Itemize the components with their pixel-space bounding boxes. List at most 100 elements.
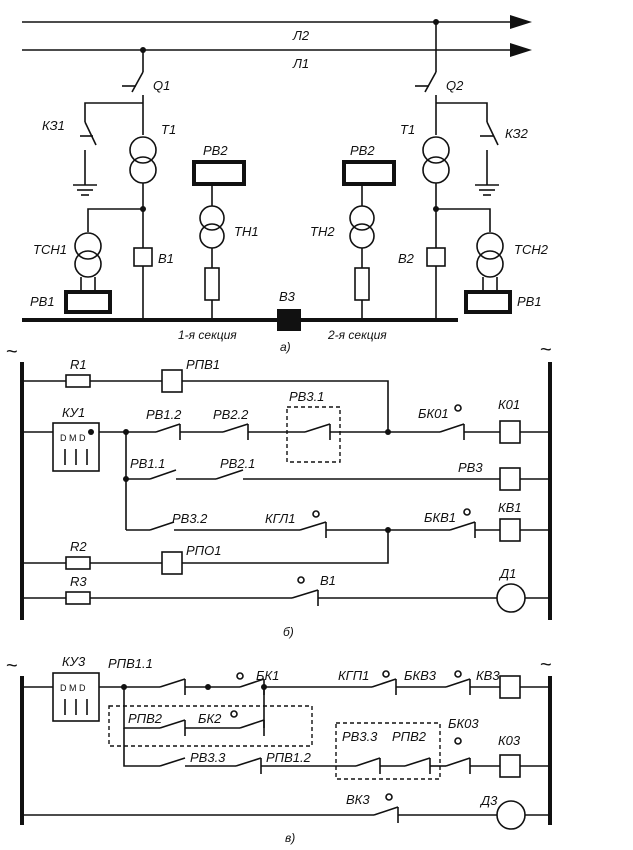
b1-label: В1	[158, 251, 174, 266]
junction-dot	[385, 429, 391, 435]
caption-a: а)	[280, 340, 291, 354]
disconnector-q1-blade	[131, 71, 144, 93]
contact-rv1-1	[149, 469, 177, 480]
fuse	[204, 267, 220, 301]
transformer-tsn2-winding	[476, 232, 504, 260]
tsn1-label: ТСН1	[33, 242, 67, 257]
ku1-contacts: D M D	[60, 433, 86, 443]
ac-left-symbol: ~	[6, 655, 18, 677]
resistor-r2	[65, 556, 91, 570]
arrow-right-icon	[510, 43, 532, 57]
kv1-label: КВ1	[498, 500, 522, 515]
timer-group-box	[286, 406, 341, 463]
r1-label: R1	[70, 357, 87, 372]
coil-k03	[499, 754, 521, 778]
contact-head-icon	[454, 404, 462, 412]
transformer-tn1-winding	[199, 223, 225, 249]
ac-right-symbol: ~	[540, 654, 552, 676]
coil-k01	[499, 420, 521, 444]
breaker-b1	[133, 247, 153, 267]
part-c-control-circuit: ~ ~ КУ3 D M D РПВ1.1 БК1 КГП1 БКВ3	[6, 654, 552, 845]
wire	[436, 208, 491, 232]
rpo1-label: РПО1	[186, 543, 221, 558]
contact-head-icon	[312, 510, 320, 518]
coil-rpo1	[161, 551, 183, 575]
switch-pivot	[88, 429, 94, 435]
tn1-label: ТН1	[234, 224, 259, 239]
fuse	[354, 267, 370, 301]
contact-kgl1	[299, 521, 327, 531]
contact-head-icon	[454, 670, 462, 678]
arrow-right-icon	[510, 15, 532, 29]
wire	[182, 530, 389, 564]
part-b-control-circuit: ~ ~ R1 РПВ1 КУ1 D M D РВ1.2 РВ2.2	[6, 339, 552, 639]
rv2-right-label: РВ2	[350, 143, 375, 158]
contact-bk01	[439, 423, 465, 433]
caption-b: б)	[283, 625, 294, 639]
wire	[123, 728, 160, 767]
rv2-left-label: РВ2	[203, 143, 228, 158]
breaker-b2	[426, 247, 446, 267]
transformer-tn1-winding	[199, 205, 225, 231]
transformer-tn2-winding	[349, 205, 375, 231]
bk2-label: БК2	[198, 711, 222, 726]
t1-left-label: Т1	[161, 122, 176, 137]
contact-head-icon	[297, 576, 305, 584]
rv2-2-label: РВ2.2	[213, 407, 249, 422]
rv1-1-label: РВ1.1	[130, 456, 165, 471]
k03-label: К03	[498, 733, 521, 748]
k01-label: К01	[498, 397, 520, 412]
wire	[87, 208, 143, 232]
rpv1-label: РПВ1	[186, 357, 220, 372]
caption-c: в)	[285, 831, 295, 845]
contact-vk3	[373, 806, 399, 816]
contact-rv2-2	[222, 423, 249, 433]
transformer-tn2-winding	[349, 223, 375, 249]
bk03-label: БК03	[448, 716, 479, 731]
resistor-r1	[65, 374, 91, 388]
bk01-label: БК01	[418, 406, 449, 421]
ac-right-symbol: ~	[540, 339, 552, 361]
bus-breaker-b3	[277, 309, 301, 331]
r3-label: R3	[70, 574, 87, 589]
wire	[84, 102, 143, 122]
contact-head-icon	[385, 793, 393, 801]
rv3-2-label: РВ3.2	[172, 511, 208, 526]
rv1-2-label: РВ1.2	[146, 407, 182, 422]
contact-bkv3	[445, 678, 471, 688]
relay-rv1-left	[64, 290, 112, 314]
transformer-tsn1-winding	[74, 232, 102, 260]
contact-v1	[291, 589, 319, 599]
bk1-label: БК1	[256, 668, 279, 683]
coil-rpv1	[161, 369, 183, 393]
short-circuiter-kz2-blade	[486, 121, 499, 146]
resistor-r3	[65, 591, 91, 605]
contact-rv1-2	[155, 423, 181, 433]
line-l1-label: Л1	[292, 56, 309, 71]
contact-bkv1	[449, 521, 476, 531]
coil-rv3	[499, 467, 521, 491]
contact-head-icon	[236, 672, 244, 680]
t1-right-label: Т1	[400, 122, 415, 137]
lamp-d1	[496, 583, 526, 613]
contact-rv3-3	[159, 757, 186, 767]
wire	[182, 380, 389, 432]
ku3-contacts: D M D	[60, 683, 86, 693]
relay-rv1-right	[464, 290, 512, 314]
kv3-label: КВ3	[476, 668, 500, 683]
q1-label: Q1	[153, 78, 170, 93]
kz1-label: КЗ1	[42, 118, 65, 133]
timer-group-box	[335, 722, 441, 780]
rpv2-label: РПВ2	[128, 711, 163, 726]
contact-head-icon	[382, 670, 390, 678]
contact-head-icon	[454, 737, 462, 745]
transformer-tsn2-winding	[476, 250, 504, 278]
vk3-label: ВК3	[346, 792, 370, 807]
q2-label: Q2	[446, 78, 464, 93]
interlock-group-box	[108, 705, 313, 747]
coil-kv3	[499, 675, 521, 699]
contact-rv2-1	[215, 469, 244, 480]
contact-rv3-2	[149, 521, 175, 531]
ku1-label: КУ1	[62, 405, 85, 420]
